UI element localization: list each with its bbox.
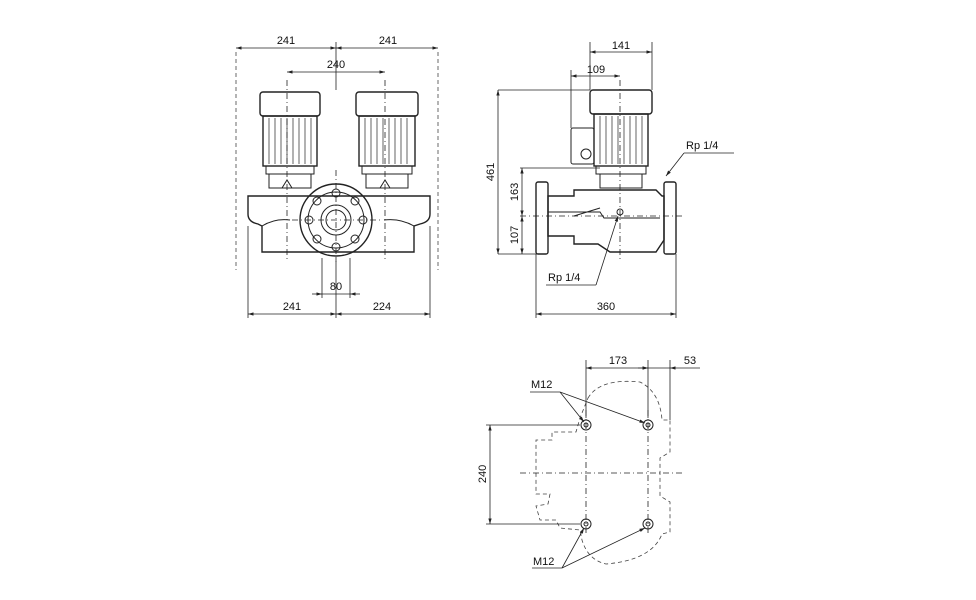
base-view: 173 53 240 M12 M12 xyxy=(477,355,700,569)
pump-housing xyxy=(247,195,431,253)
dim-side-height-base: 107 xyxy=(509,226,521,244)
dim-front-bottom-left: 241 xyxy=(283,301,301,313)
dim-side-height-port: 163 xyxy=(509,183,521,201)
dim-side-top-outer: 141 xyxy=(612,40,630,52)
dim-base-hole-spacing-y: 240 xyxy=(477,465,489,483)
front-view: 241 241 240 80 241 224 xyxy=(235,35,439,318)
label-base-bolt-bottom: M12 xyxy=(533,556,554,568)
dim-side-height-total: 461 xyxy=(485,163,497,181)
right-motor xyxy=(355,91,419,189)
dim-front-motor-spacing: 240 xyxy=(327,59,345,71)
dim-base-hole-spacing-x: 173 xyxy=(609,355,627,367)
label-side-port-bottom: Rp 1/4 xyxy=(548,272,580,284)
dim-front-bottom-right: 224 xyxy=(373,301,391,313)
dim-front-top-right: 241 xyxy=(379,35,397,47)
side-pump-body xyxy=(535,181,677,255)
dim-base-offset-right: 53 xyxy=(684,355,696,367)
side-view: 141 109 461 163 107 360 Rp 1/4 Rp 1/4 xyxy=(485,40,734,318)
label-side-port-top: Rp 1/4 xyxy=(686,140,718,152)
dim-front-flange: 80 xyxy=(330,281,342,293)
base-bolt-holes xyxy=(580,419,654,530)
dim-front-top-left: 241 xyxy=(277,35,295,47)
dim-side-top-inner: 109 xyxy=(587,64,605,76)
side-motor xyxy=(570,89,653,189)
left-motor xyxy=(259,91,321,189)
label-base-bolt-top: M12 xyxy=(531,379,552,391)
dim-side-width: 360 xyxy=(597,301,615,313)
